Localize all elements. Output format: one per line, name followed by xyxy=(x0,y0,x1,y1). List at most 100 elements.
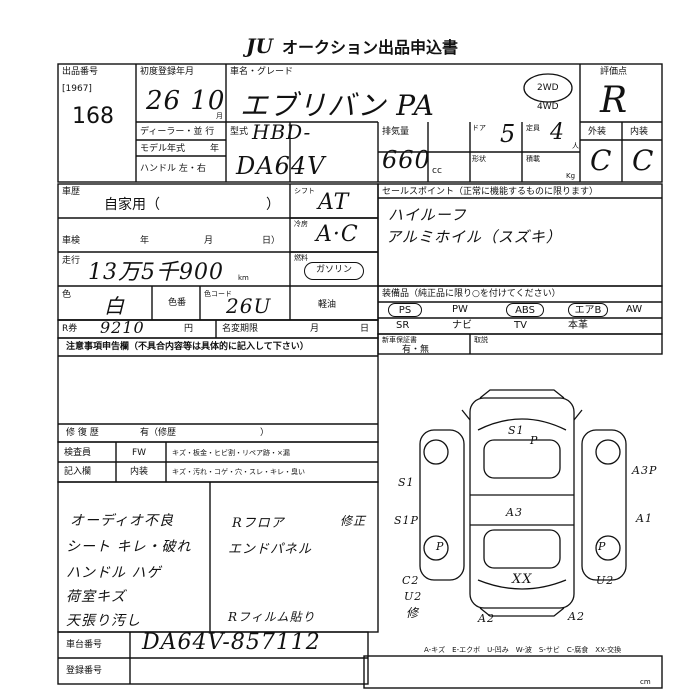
entry-label: 記入欄 xyxy=(64,467,92,477)
dealer-label: ディーラー・並 行 xyxy=(140,127,215,137)
model-year-label: モデル年式 xyxy=(140,144,186,154)
mileage-unit: km xyxy=(238,274,249,282)
recycle-value: 9210 xyxy=(100,318,145,337)
mark-p-left: P xyxy=(436,540,445,553)
meigi-day: 日 xyxy=(360,324,370,334)
shaken-day: 日） xyxy=(262,236,281,246)
inspector-label: 検査員 xyxy=(64,448,92,458)
first-reg-value: 26 10 xyxy=(146,86,226,116)
notes-label: 注意事項申告欄（不具合内容等は具体的に記入して下さい） xyxy=(66,342,309,352)
sales-points-label: セールスポイント（正常に機能するものに限ります） xyxy=(382,187,599,197)
drive-4wd: 4WD xyxy=(537,102,559,112)
mark-s1-left: S1 xyxy=(398,476,415,489)
model-year-unit: 年 xyxy=(210,144,220,154)
equip-sr: SR xyxy=(396,320,410,331)
mark-u2-right: U2 xyxy=(596,574,615,587)
mark-p-top: P xyxy=(530,434,539,447)
mark-u2-left: U2 xyxy=(404,590,423,603)
mileage-label: 走行 xyxy=(62,256,81,266)
capacity-value: 4 xyxy=(550,120,565,145)
note-right-4: Rフィルム貼り xyxy=(228,610,316,624)
note-right-2: エンドパネル xyxy=(228,542,313,557)
mark-p-right: P xyxy=(598,540,607,553)
mark-a3: A3 xyxy=(506,506,523,519)
equip-pw: PW xyxy=(452,304,468,315)
equip-navi: ナビ xyxy=(452,320,472,331)
equip-tv: TV xyxy=(514,320,527,331)
equip-abs: ABS xyxy=(506,303,544,317)
color-label: 色 xyxy=(62,290,72,300)
recycle-label: R券 xyxy=(62,324,78,334)
mark-xx: XX xyxy=(512,572,533,587)
rating-ext-value: C xyxy=(590,144,613,177)
rating-int-label: 内装 xyxy=(630,127,649,137)
chassis-value: DA64V-857112 xyxy=(142,630,321,655)
color-code-label: 色コード xyxy=(204,290,232,298)
displacement-unit: cc xyxy=(432,166,442,176)
fuel-value: ガソリン xyxy=(304,262,364,280)
mark-a2-left: A2 xyxy=(478,612,495,625)
repair-label: 修 復 歴 xyxy=(66,428,99,438)
lot-sub: [1967] xyxy=(62,84,92,94)
load-unit: Kg xyxy=(566,172,576,180)
type-value-bottom: DA64V xyxy=(236,152,326,180)
repair-close: ） xyxy=(260,428,270,438)
rating-ext-label: 外装 xyxy=(588,127,607,137)
fuel-diesel: 軽油 xyxy=(318,300,337,310)
note-left-4: 荷室キズ xyxy=(66,589,126,605)
plate-label: 登録番号 xyxy=(66,666,103,676)
color-code-value: 26U xyxy=(226,294,272,318)
page-title: オークション出品申込書 xyxy=(282,38,459,57)
rating-int-value: C xyxy=(632,144,655,177)
mark-a1: A1 xyxy=(636,512,653,525)
color-value: 白 xyxy=(104,294,125,318)
first-reg-label: 初度登録年月 xyxy=(140,67,195,77)
equip-aw: AW xyxy=(626,304,643,315)
note-right-3: 修正 xyxy=(340,514,367,528)
rating-label: 評価点 xyxy=(600,67,628,77)
lot-number: 168 xyxy=(72,104,114,129)
shift-label: シフト xyxy=(294,187,315,195)
usage-label: 車歴 xyxy=(62,187,81,197)
capacity-unit: 人 xyxy=(572,142,579,150)
capacity-label: 定員 xyxy=(526,124,540,132)
sales-point-1: ハイルーフ xyxy=(388,206,467,224)
car-diagram xyxy=(419,73,627,617)
rating-value: R xyxy=(600,80,629,121)
diagram-legend: A-キズ E-エクボ U-凹み W-波 S-サビ C-腐食 XX-交換 xyxy=(424,646,622,654)
handle-label: ハンドル 左・右 xyxy=(140,164,206,174)
inspector-fw-items: キズ・板金・ヒビ割・リペア跡・×漏 xyxy=(172,449,290,457)
note-left-2: シート キレ・破れ xyxy=(66,539,192,555)
mileage-value: 13万5千900 xyxy=(88,260,224,285)
first-reg-month-unit: 月 xyxy=(216,112,223,120)
ac-value: A·C xyxy=(316,222,359,247)
shift-value: AT xyxy=(318,190,350,215)
meigi-label: 名変期限 xyxy=(222,324,259,334)
warranty-value: 有・無 xyxy=(402,345,430,355)
shaken-label: 車検 xyxy=(62,236,81,246)
body-shape-label: 形状 xyxy=(472,155,486,163)
note-left-3: ハンドル ハゲ xyxy=(66,565,162,581)
model-label: 車名・グレード xyxy=(230,67,294,77)
recycle-unit: 円 xyxy=(184,324,194,334)
mark-s1-top: S1 xyxy=(508,424,525,437)
equipment-label: 装備品（純正品に限り○を付けてください） xyxy=(382,289,561,299)
usage-value: 自家用（ xyxy=(104,197,160,213)
mark-s1p: S1P xyxy=(394,514,419,527)
displacement-label: 排気量 xyxy=(382,127,410,137)
note-right-1: Rフロア xyxy=(232,516,285,531)
type-value-top: HBD- xyxy=(252,120,312,144)
manual-label: 取説 xyxy=(474,336,488,344)
doors-label: ドア xyxy=(472,124,486,132)
mark-a3p: A3P xyxy=(632,464,658,477)
equip-leather: 本革 xyxy=(568,320,588,331)
doors-value: 5 xyxy=(500,120,517,148)
mark-c2: C2 xyxy=(402,574,420,587)
warranty-label: 新車保証書 xyxy=(382,336,417,344)
entry-int-items: キズ・汚れ・コゲ・穴・スレ・キレ・臭い xyxy=(172,468,305,476)
displacement-value: 660 xyxy=(382,146,431,174)
mark-a2-right: A2 xyxy=(568,610,585,623)
ac-label: 冷房 xyxy=(294,220,308,228)
model-value: エブリバン PA xyxy=(240,89,435,122)
sales-point-2: アルミホイル（スズキ） xyxy=(386,228,562,246)
